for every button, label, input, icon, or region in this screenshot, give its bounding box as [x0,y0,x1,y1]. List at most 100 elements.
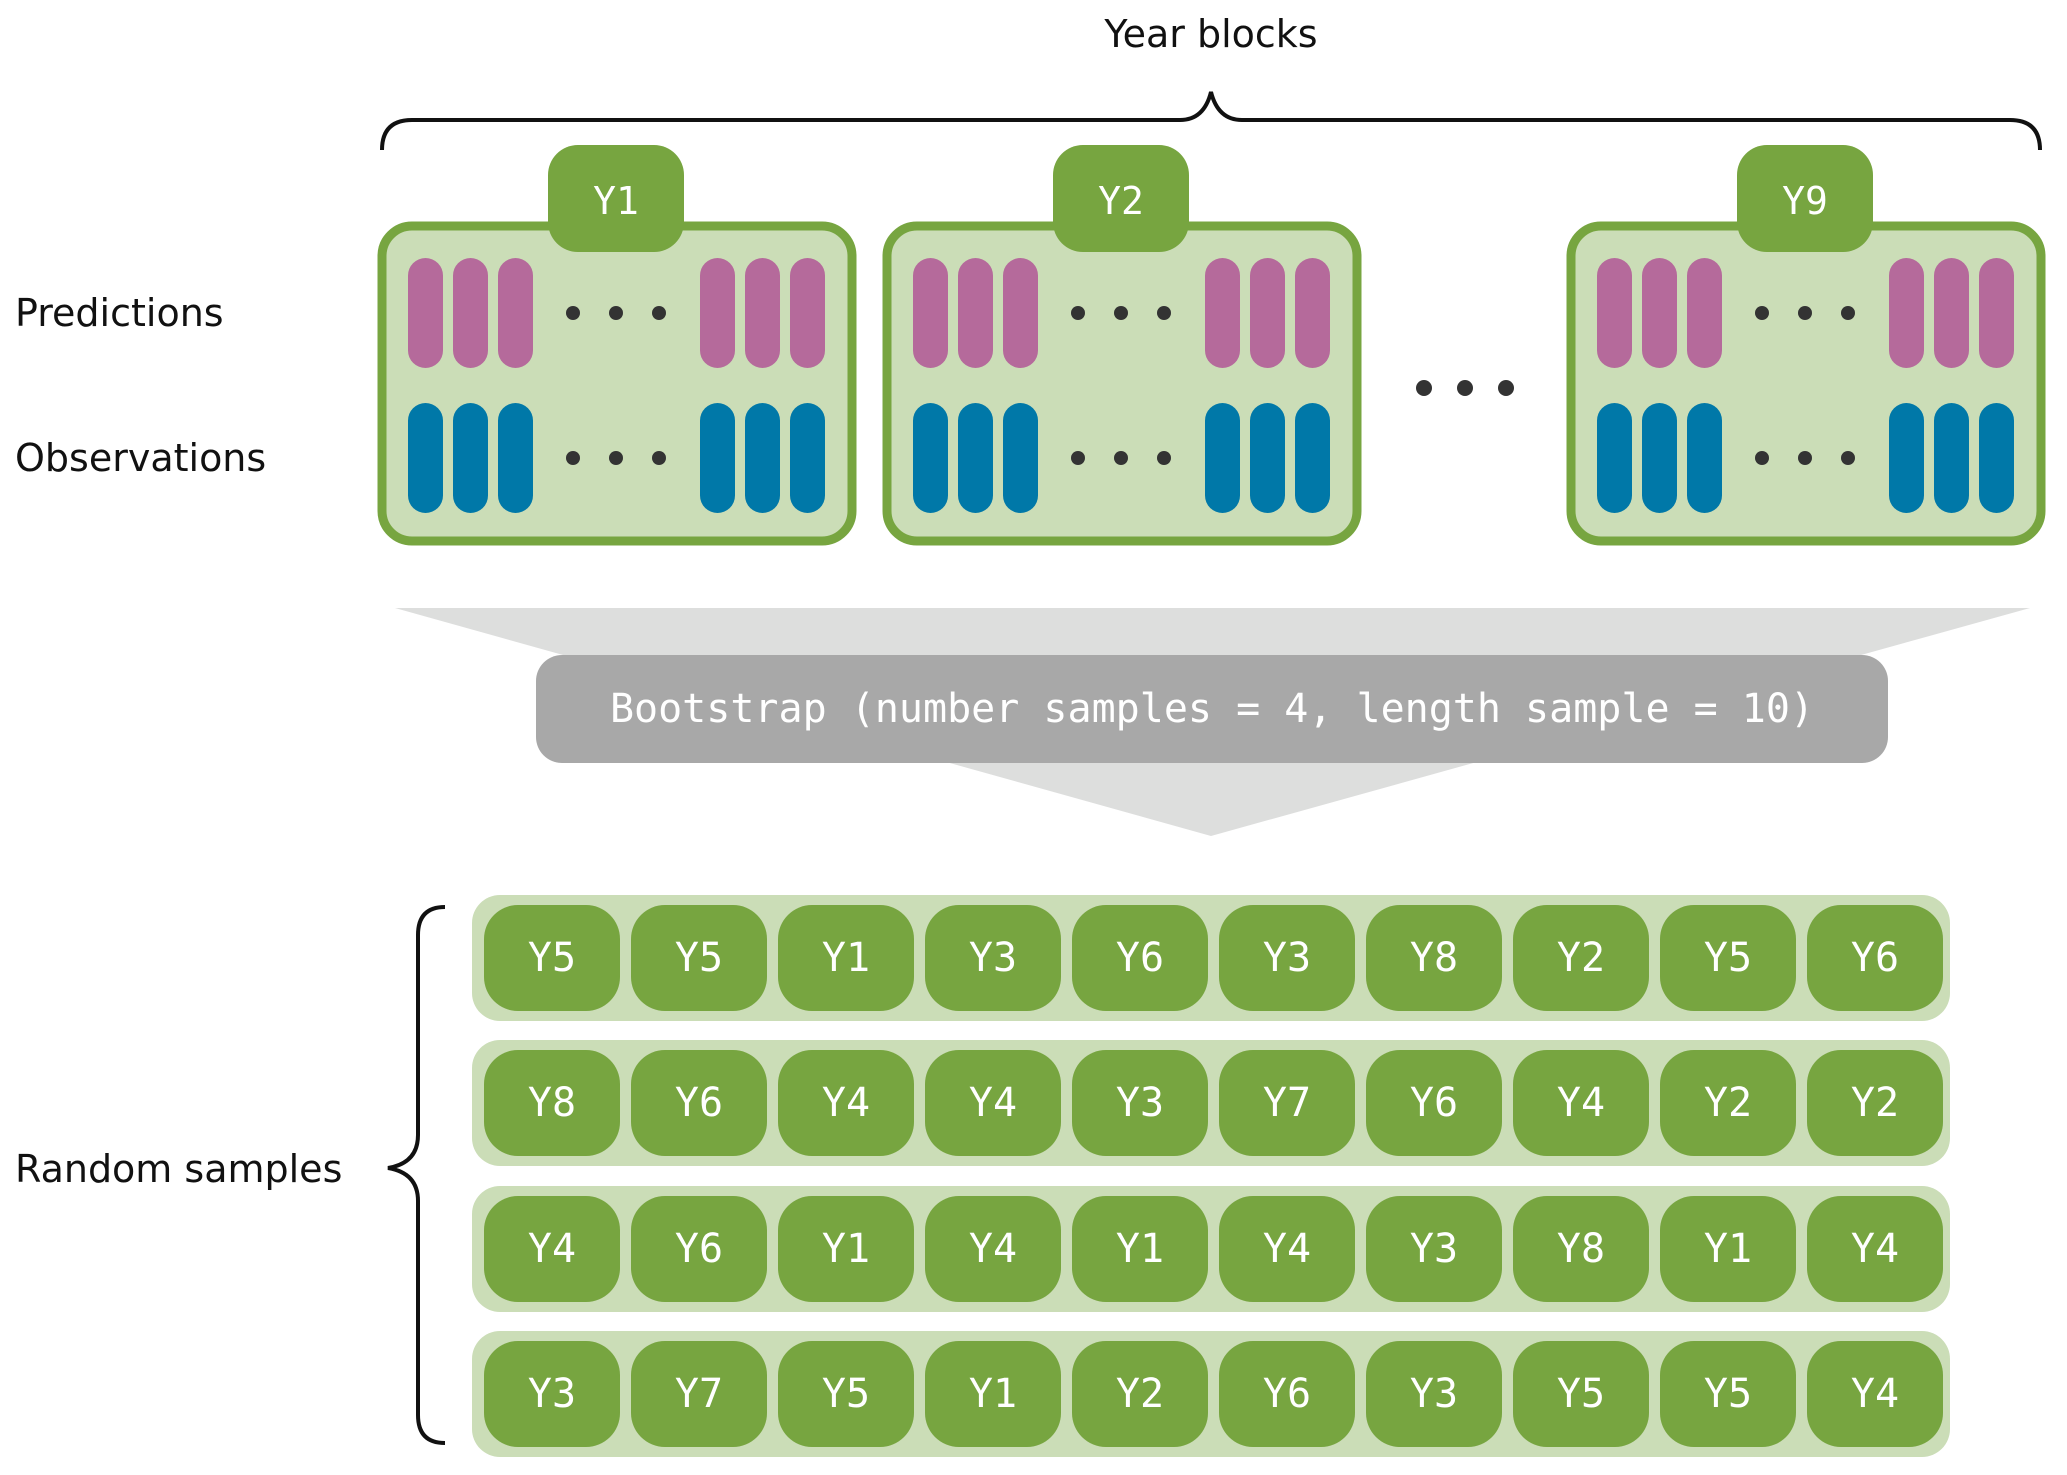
prediction-bar [1642,258,1677,368]
sample-chip-label: Y4 [528,1226,576,1272]
sample-chip [1072,1050,1208,1156]
sample-chip-label: Y1 [822,935,870,981]
prediction-bar [498,258,533,368]
predictions-label: Predictions [15,291,224,335]
ellipsis-icon [566,306,666,320]
sample-chip-label: Y6 [1263,1371,1311,1417]
sample-chip [925,905,1061,1011]
sample-chip [778,1050,914,1156]
prediction-bar [1205,258,1240,368]
observation-bar [790,403,825,513]
sample-chip [1366,905,1502,1011]
sample-chip [1219,905,1355,1011]
prediction-bar [1889,258,1924,368]
sample-chip-label: Y1 [822,1226,870,1272]
sample-chip [1660,1196,1796,1302]
sample-chip-label: Y5 [1704,935,1752,981]
sample-chip-label: Y3 [1410,1371,1458,1417]
sample-chip-label: Y4 [969,1226,1017,1272]
sample-chip-label: Y4 [1851,1371,1899,1417]
year-block-label: Y1 [593,179,639,223]
year-block-tab [1737,145,1873,252]
prediction-bar [1003,258,1038,368]
observation-bar [1205,403,1240,513]
sample-chip-label: Y1 [969,1371,1017,1417]
sample-chip [1072,1341,1208,1447]
observation-bar [745,403,780,513]
sample-chip [925,1196,1061,1302]
observation-bar [913,403,948,513]
year-block: Y1 [377,145,857,546]
sample-chip [484,1196,620,1302]
year-block-label: Y2 [1098,179,1144,223]
sample-chip-label: Y6 [675,1226,723,1272]
sample-chip [1807,1341,1943,1447]
sample-chip-label: Y4 [822,1080,870,1126]
year-block: Y9 [1566,145,2046,546]
observation-bar [700,403,735,513]
bootstrap-label: Bootstrap (number samples = 4, length sa… [610,686,1814,732]
sample-chip [484,905,620,1011]
sample-chip [1219,1196,1355,1302]
sample-chip [1660,1050,1796,1156]
observation-bar [1597,403,1632,513]
prediction-bar [408,258,443,368]
sample-chip [1072,905,1208,1011]
random-samples-label: Random samples [15,1147,342,1191]
prediction-bar [1687,258,1722,368]
sample-chip [1219,1341,1355,1447]
sample-chip [1366,1196,1502,1302]
sample-chip-label: Y3 [1410,1226,1458,1272]
random-samples-brace [387,905,446,1445]
observation-bar [1889,403,1924,513]
prediction-bar [745,258,780,368]
prediction-bar [790,258,825,368]
observation-bar [1979,403,2014,513]
sample-chip-label: Y3 [528,1371,576,1417]
prediction-bar [700,258,735,368]
sample-chip-label: Y8 [1557,1226,1605,1272]
year-block-frame [1566,221,2046,546]
sample-chip [1660,905,1796,1011]
sample-chip-label: Y4 [1851,1226,1899,1272]
ellipsis-icon [1071,306,1171,320]
bootstrap-box [536,655,1888,763]
observation-bar [1003,403,1038,513]
sample-chip-label: Y1 [1116,1226,1164,1272]
sample-chip-label: Y6 [1851,935,1899,981]
sample-chip-label: Y2 [1557,935,1605,981]
diagram-title: Year blocks [1103,12,1317,56]
sample-chip-label: Y4 [1557,1080,1605,1126]
sample-chip-label: Y7 [1263,1080,1311,1126]
sample-chip [778,1196,914,1302]
sample-chip [1513,1341,1649,1447]
sample-chip-label: Y2 [1704,1080,1752,1126]
sample-chip [778,905,914,1011]
sample-chip [1660,1341,1796,1447]
sample-chip [484,1050,620,1156]
prediction-bar [958,258,993,368]
sample-chip [1366,1341,1502,1447]
sample-chip [1807,1050,1943,1156]
sample-chip [1807,905,1943,1011]
sample-chip [1513,1050,1649,1156]
sample-chip [925,1341,1061,1447]
year-block-label: Y9 [1782,179,1828,223]
prediction-bar [1934,258,1969,368]
prediction-bar [1295,258,1330,368]
prediction-bar [1250,258,1285,368]
sample-chip [1807,1196,1943,1302]
sample-chip-label: Y2 [1116,1371,1164,1417]
sample-chip [1513,905,1649,1011]
ellipsis-icon [1071,451,1171,465]
prediction-bar [1597,258,1632,368]
sample-chip-label: Y1 [1704,1226,1752,1272]
sample-chip-label: Y2 [1851,1080,1899,1126]
sample-chip [484,1341,620,1447]
observation-bar [408,403,443,513]
sample-chip-label: Y5 [528,935,576,981]
